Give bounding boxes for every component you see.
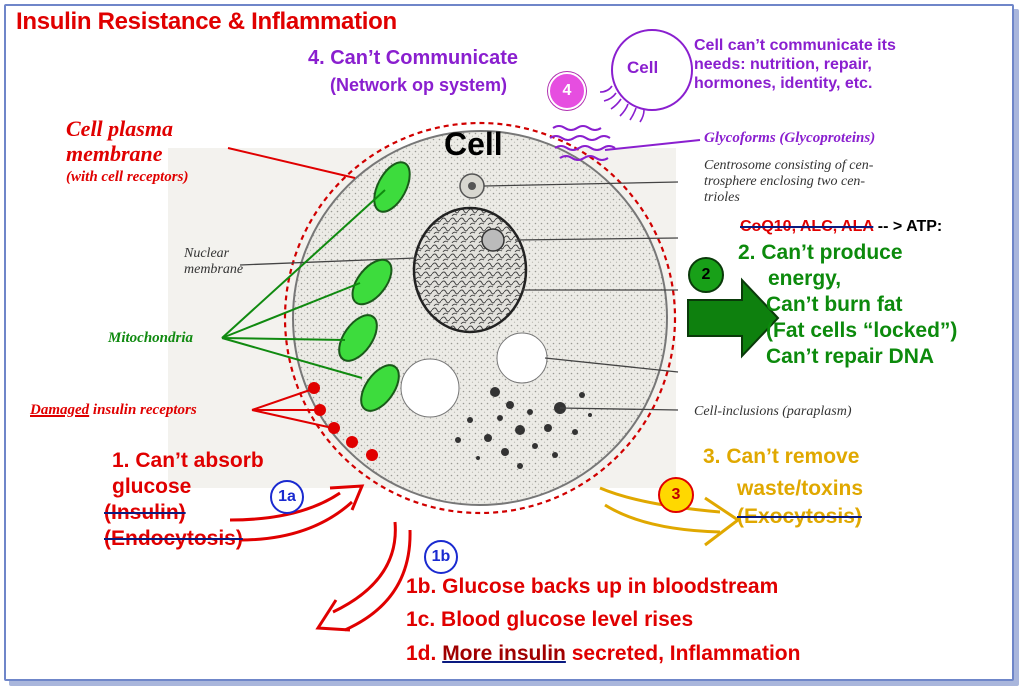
nucleolus: [481, 228, 505, 252]
centrosome-line: trosphere enclosing two cen-: [704, 174, 866, 189]
energy-line: energy,: [768, 267, 842, 290]
badge-4: 4: [548, 72, 586, 110]
absorb-text-block: 1. Can’t absorb glucose (Insulin) (Endoc…: [104, 448, 264, 552]
cell-needs-line: hormones, identity, etc.: [694, 75, 873, 92]
badge-1a: 1a: [270, 480, 304, 514]
energy-arrow: [687, 277, 780, 359]
small-cell-icon: [611, 29, 693, 111]
bottom-line-1d: 1d. More insulin secreted, Inflammation: [406, 641, 800, 667]
glucose-backup-arrow: [315, 521, 412, 632]
remove-line1: 3. Can’t remove: [703, 445, 860, 468]
centrosome-label: Centrosome consisting of cen- trosphere …: [704, 158, 873, 206]
centrosome-line: trioles: [704, 190, 740, 205]
cofactors: CoQ10, ALC, ALA: [740, 218, 874, 235]
energy-line: (Fat cells “locked”): [766, 319, 958, 342]
damaged-receptors-label: Damaged insulin receptors: [30, 402, 197, 419]
bottom-1d-rest: secreted, Inflammation: [565, 642, 801, 665]
mitochondria-pointers: [221, 189, 386, 379]
slide-title: Insulin Resistance & Inflammation: [16, 8, 397, 35]
damaged-receptors: [308, 382, 378, 461]
nuclear-membrane-label: Nuclear membrane: [184, 246, 243, 278]
cell-needs-note: Cell can’t communicate its needs: nutrit…: [694, 36, 896, 93]
absorb-line1: 1. Can’t absorb: [112, 449, 264, 472]
mitochondria: [338, 161, 411, 412]
energy-text-block: 2. Can’t produce energy, Can’t burn fat …: [738, 240, 957, 370]
waste-arrow: [599, 486, 741, 547]
vacuole: [496, 332, 548, 384]
mitochondria-label: Mitochondria: [108, 330, 194, 346]
cofactor-line: CoQ10, ALC, ALA -- > ATP:: [740, 218, 942, 236]
plasma-membrane-label: Cell plasma membrane (with cell receptor…: [66, 116, 188, 188]
energy-line: Can’t burn fat: [766, 293, 903, 316]
badge-2: 2: [688, 257, 724, 293]
plasma-membrane-line1: Cell plasma: [66, 116, 173, 141]
absorb-arrow: [229, 484, 365, 542]
cell-label: Cell: [444, 126, 503, 162]
nuclear-membrane-line: membrane: [184, 262, 244, 277]
badge-3: 3: [658, 477, 694, 513]
nucleus: [412, 206, 528, 334]
cell-inclusions-label: Cell-inclusions (paraplasm): [694, 404, 852, 419]
small-cell-label: Cell: [627, 58, 659, 77]
bottom-line-1c: 1c. Blood glucose level rises: [406, 608, 694, 631]
communicate-label-line2: (Network op system): [330, 75, 508, 95]
plasma-membrane-line2: membrane: [66, 141, 163, 166]
energy-line: Can’t repair DNA: [766, 345, 935, 368]
plasma-membrane-pointer: [227, 147, 356, 179]
receptors-rest: insulin receptors: [89, 402, 197, 418]
remove-line3: (Exocytosis): [737, 505, 862, 528]
badge-1b: 1b: [424, 540, 458, 574]
glycoforms-label: Glycoforms (Glycoproteins): [704, 130, 876, 146]
leader-lines: [239, 181, 679, 411]
vacuole: [400, 358, 460, 418]
more-insulin: More insulin: [442, 642, 566, 665]
remove-text-block: 3. Can’t remove waste/toxins (Exocytosis…: [703, 444, 863, 530]
absorb-line2: glucose: [112, 475, 192, 498]
plasma-membrane-line3: (with cell receptors): [66, 169, 189, 185]
energy-line: 2. Can’t produce: [738, 241, 903, 264]
communicate-label-line1: 4. Can’t Communicate: [308, 47, 519, 69]
atp-arrow-text: -- > ATP:: [873, 218, 943, 235]
cell-plasma-membrane: [283, 121, 677, 515]
absorb-line3: (Insulin): [104, 501, 186, 524]
glycoforms: [549, 125, 701, 161]
remove-line2: waste/toxins: [737, 477, 864, 500]
centrosome-line: Centrosome consisting of cen-: [704, 158, 874, 173]
absorb-line4: (Endocytosis): [104, 527, 243, 550]
damaged-word: Damaged: [30, 402, 90, 418]
cell-needs-line: needs: nutrition, repair,: [694, 56, 872, 73]
bottom-line-1b: 1b. Glucose backs up in bloodstream: [406, 575, 779, 598]
nuclear-membrane-line: Nuclear: [184, 246, 230, 261]
cell-needs-line: Cell can’t communicate its: [694, 37, 896, 54]
bottom-1d-prefix: 1d.: [406, 642, 443, 665]
